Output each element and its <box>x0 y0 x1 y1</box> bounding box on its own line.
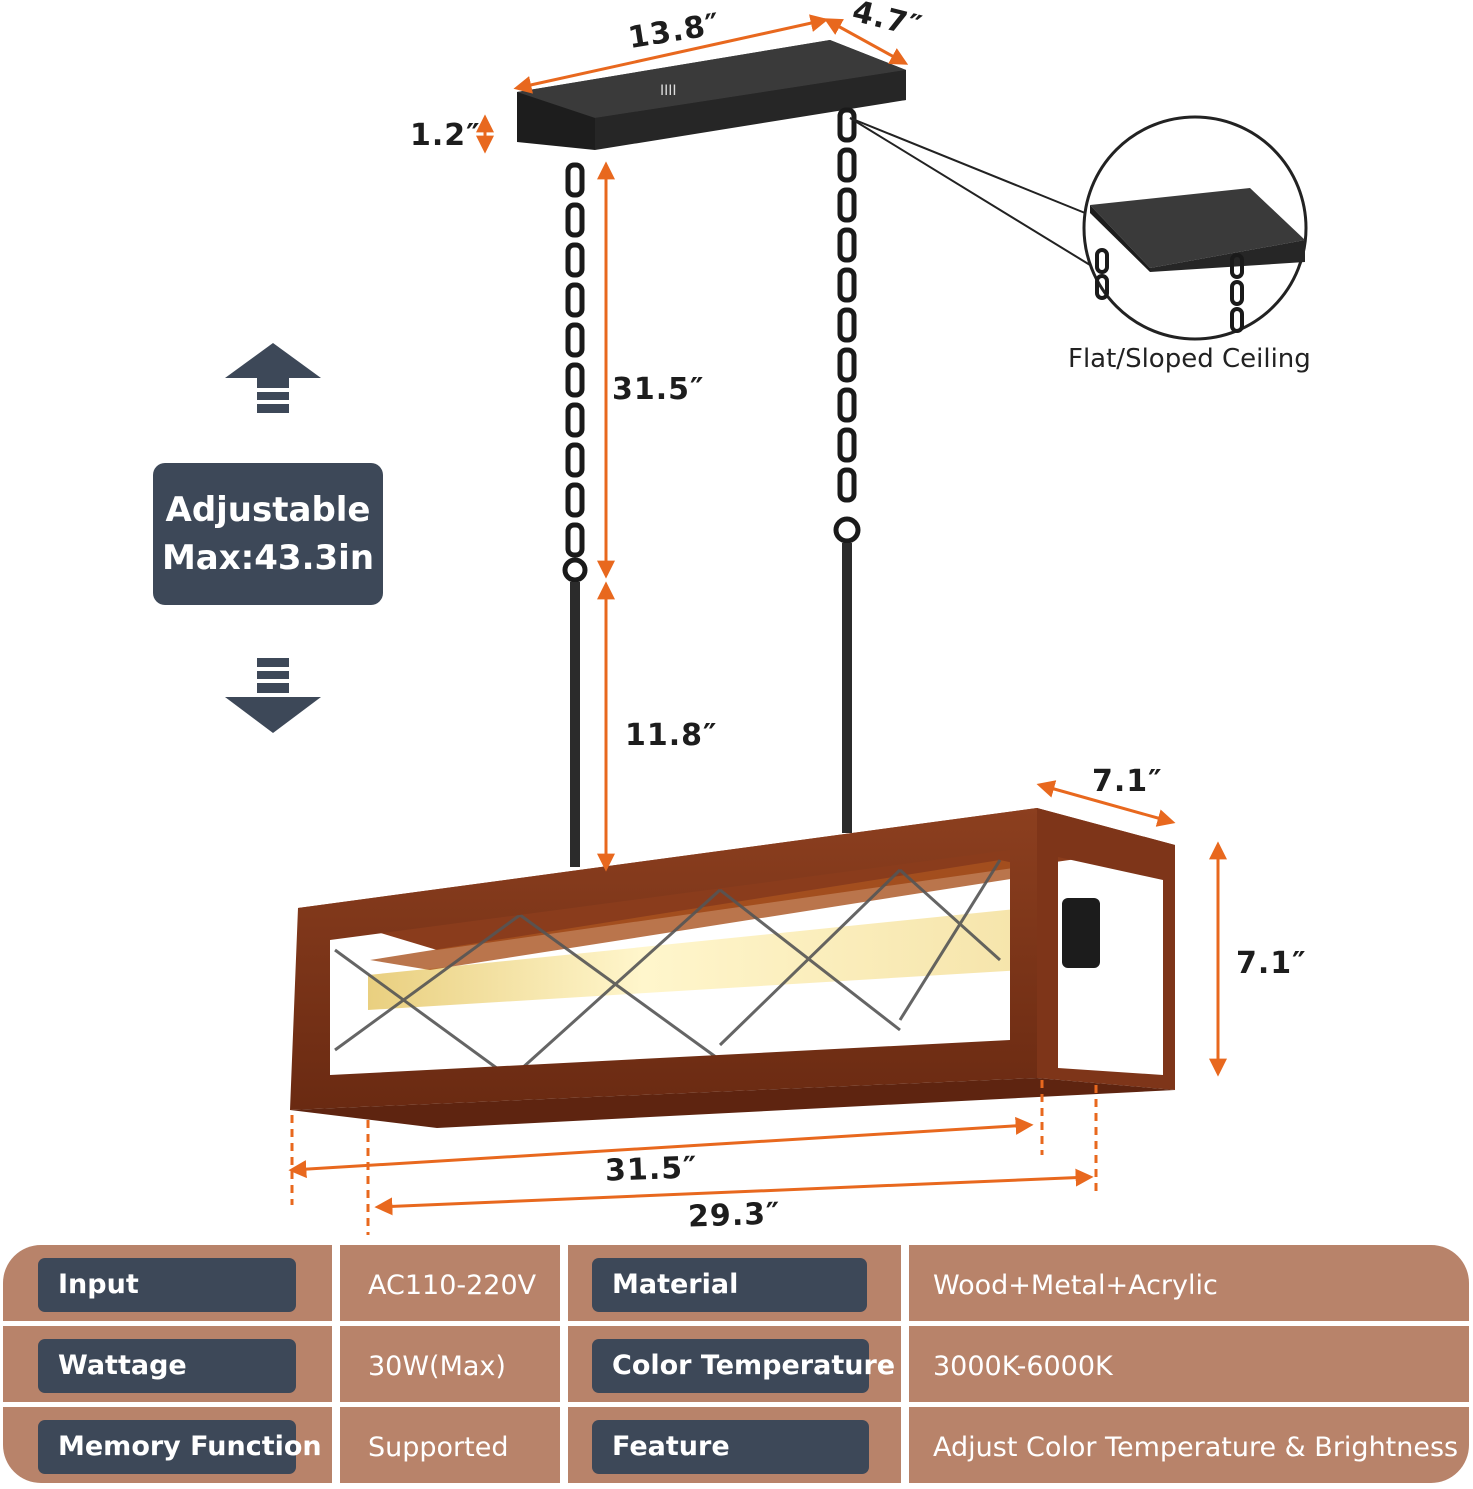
body-height-label: 7.1″ <box>1236 946 1307 981</box>
ceiling-plate: IIII <box>517 40 906 150</box>
spec-row: Input AC110-220V Material Wood+Metal+Acr… <box>3 1245 1469 1321</box>
ceiling-type-label: Flat/Sloped Ceiling <box>1068 344 1311 374</box>
spec-key-wattage: Wattage <box>38 1339 296 1393</box>
chain-length-label: 31.5″ <box>612 372 705 407</box>
spec-key-color-temperature: Color Temperature <box>592 1339 895 1393</box>
spec-row: Memory Function Supported Feature Adjust… <box>3 1407 1469 1483</box>
adjustable-title: Adjustable <box>165 490 371 530</box>
spec-value-memory-function: Supported <box>368 1432 509 1463</box>
spec-value-wattage: 30W(Max) <box>368 1351 506 1382</box>
adjustable-height-badge: Adjustable Max:43.3in <box>153 463 383 605</box>
dimension-lines <box>288 14 1227 1235</box>
spec-key-material: Material <box>592 1258 867 1312</box>
down-arrow-icon <box>225 658 321 733</box>
up-arrow-icon <box>225 343 321 413</box>
inner-length-label: 29.3″ <box>687 1196 782 1235</box>
left-chain <box>562 162 588 583</box>
spec-value-color-temperature: 3000K-6000K <box>933 1351 1113 1382</box>
left-rod <box>570 582 580 867</box>
spec-key-input: Input <box>38 1258 296 1312</box>
spec-table: Input AC110-220V Material Wood+Metal+Acr… <box>3 1245 1469 1485</box>
svg-text:IIII: IIII <box>660 83 677 99</box>
outer-length-label: 31.5″ <box>604 1150 699 1189</box>
spec-value-feature: Adjust Color Temperature & Brightness <box>933 1432 1459 1463</box>
right-rod <box>842 543 852 833</box>
fixture-body <box>290 808 1175 1128</box>
body-depth-label: 7.1″ <box>1092 764 1163 799</box>
rod-length-label: 11.8″ <box>625 718 718 753</box>
spec-key-feature: Feature <box>592 1420 869 1474</box>
fixture-drawing: IIII <box>225 14 1308 1235</box>
ceiling-detail-plate <box>1090 188 1305 333</box>
spec-value-material: Wood+Metal+Acrylic <box>933 1270 1218 1301</box>
plate-height-label: 1.2″ <box>410 118 481 153</box>
spec-value-input: AC110-220V <box>368 1270 537 1301</box>
adjustable-max: Max:43.3in <box>161 538 375 578</box>
right-chain <box>833 107 861 544</box>
spec-row: Wattage 30W(Max) Color Temperature 3000K… <box>3 1326 1469 1402</box>
spec-key-memory-function: Memory Function <box>38 1420 322 1474</box>
